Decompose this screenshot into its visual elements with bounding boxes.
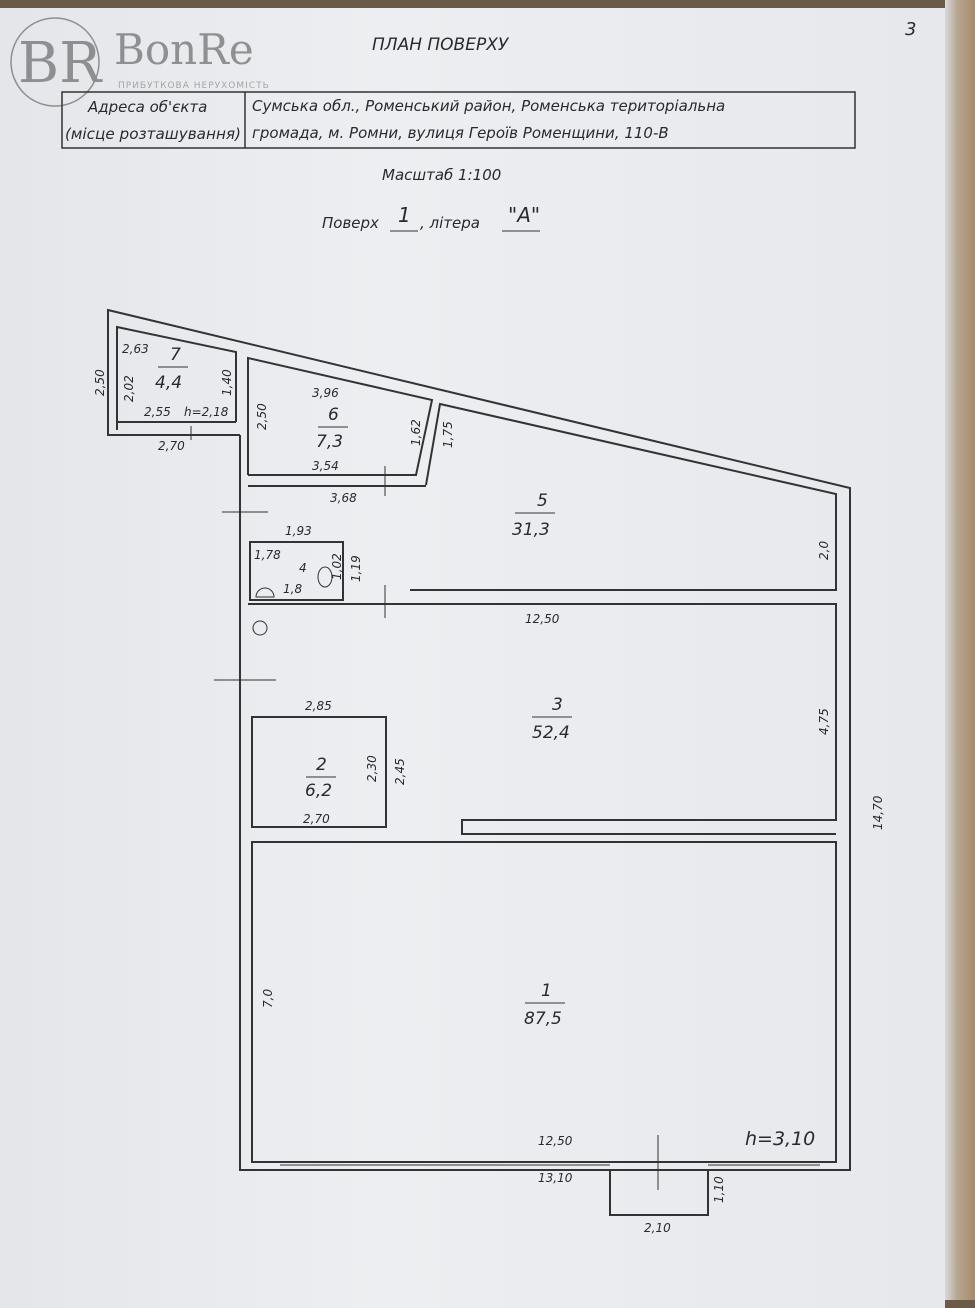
address-value-2: громада, м. Ромни, вулиця Героїв Роменщи… (252, 124, 669, 142)
page-title: ПЛАН ПОВЕРХУ (372, 35, 510, 55)
room-area: 7,3 (316, 432, 343, 452)
room-number: 2 (316, 755, 327, 775)
dim: 3,68 (330, 491, 357, 505)
room-number: 1 (541, 981, 552, 1001)
room-7: 7 4,4 (155, 345, 188, 393)
dim: 3,54 (312, 459, 339, 473)
dim: 2,85 (305, 699, 332, 713)
logo-name: BonRe (114, 25, 254, 74)
document-sheet (0, 8, 945, 1308)
page-number: 3 (905, 19, 916, 40)
room-area: 1,8 (283, 582, 302, 596)
floor-info: Поверх 1 , літера "А" (322, 203, 540, 232)
room-number: 6 (328, 405, 339, 425)
dimensions: 2,63 2,02 1,40 2,55 h=2,18 2,70 2,50 3,9… (93, 342, 885, 1235)
background-edge (945, 0, 975, 1300)
dim: 12,50 (525, 612, 560, 626)
dim: 12,50 (538, 1134, 573, 1148)
dim: 1,78 (254, 548, 281, 562)
room-6: 6 7,3 (316, 405, 348, 452)
dim: 2,0 (817, 541, 831, 560)
sink-icon (255, 587, 275, 598)
dim: 13,10 (538, 1171, 573, 1185)
room-4: 4 1,8 (283, 561, 307, 596)
dim: 14,70 (871, 795, 885, 830)
room-area: 87,5 (524, 1009, 562, 1029)
room-number: 7 (170, 345, 181, 365)
room-number: 5 (537, 491, 548, 511)
address-label-sub: (місце розташування) (65, 125, 241, 143)
dim: 2,10 (644, 1221, 671, 1235)
dim: h=2,18 (184, 405, 229, 419)
address-table: Адреса об'єкта (місце розташування) Сумс… (61, 91, 856, 149)
room-2: 2 6,2 (305, 755, 336, 801)
room-area: 6,2 (305, 781, 332, 801)
logo-monogram: BR (18, 31, 103, 96)
dim: 2,63 (122, 342, 149, 356)
room-area: 4,4 (155, 373, 182, 393)
walls (107, 308, 851, 1216)
room-area: 52,4 (532, 723, 570, 743)
dim: 7,0 (261, 989, 275, 1008)
dim: 2,55 (144, 405, 171, 419)
room-number: 3 (552, 695, 563, 715)
dim: 2,70 (158, 439, 185, 453)
boiler-icon (252, 620, 268, 636)
dim: 1,19 (349, 555, 363, 582)
dim: 3,96 (312, 386, 339, 400)
dim: 2,02 (122, 375, 136, 402)
dim: 2,30 (365, 755, 379, 782)
address-value: Сумська обл., Роменський район, Роменськ… (252, 97, 725, 115)
scale-label: Масштаб 1:100 (382, 166, 501, 184)
dim: 1,93 (285, 524, 312, 538)
dim: 1,10 (712, 1176, 726, 1203)
logo-tagline: ПРИБУТКОВА НЕРУХОМІСТЬ (118, 81, 270, 91)
address-label: Адреса об'єкта (87, 98, 207, 116)
dim: 4,75 (817, 708, 831, 735)
toilet-icon (317, 566, 333, 588)
bonre-logo: BR BonRe ПРИБУТКОВА НЕРУХОМІСТЬ (10, 17, 270, 107)
dim: 2,70 (303, 812, 330, 826)
ceiling-height: h=3,10 (745, 1128, 815, 1150)
dim: 1,62 (409, 419, 423, 446)
floor-value: 1 (398, 203, 411, 227)
letter-label: , літера (420, 214, 480, 232)
room-5: 5 31,3 (512, 491, 555, 540)
floor-label: Поверх (322, 214, 379, 232)
dim: 1,75 (441, 421, 455, 448)
room-area: 31,3 (512, 520, 550, 540)
dim: 2,50 (255, 403, 269, 430)
letter-value: "А" (508, 203, 540, 227)
room-3: 3 52,4 (532, 695, 572, 743)
room-1: 1 87,5 (524, 981, 565, 1029)
dim: 2,50 (93, 369, 107, 396)
dim: 1,02 (330, 553, 344, 580)
dim: 2,45 (393, 758, 407, 785)
dim: 1,40 (220, 369, 234, 396)
room-number: 4 (299, 561, 307, 575)
